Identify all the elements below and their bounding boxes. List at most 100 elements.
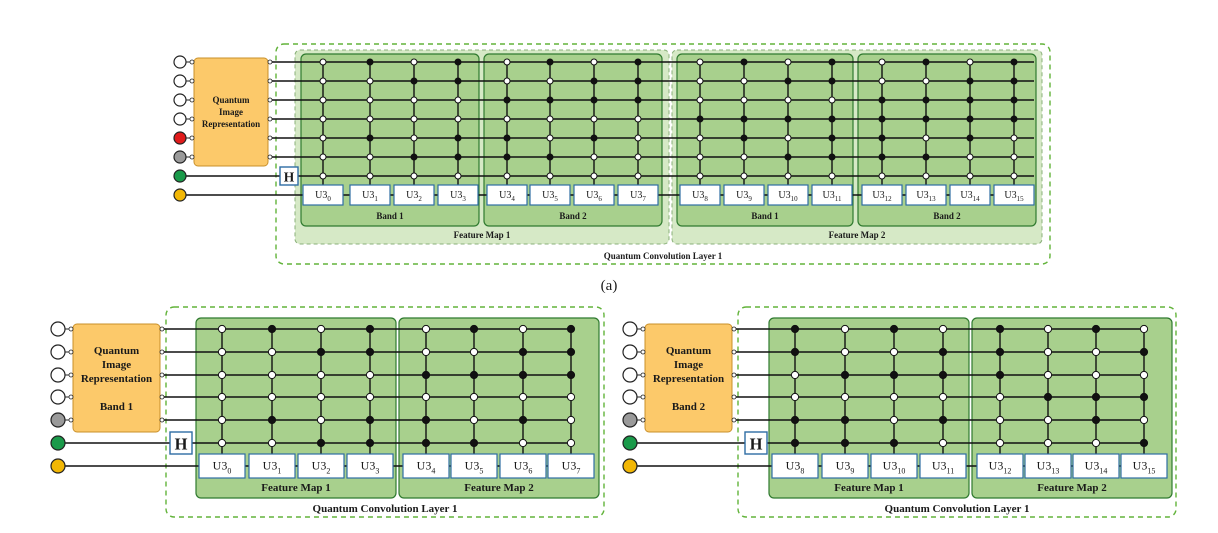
control-dot-open — [696, 96, 704, 104]
wire-node — [640, 349, 646, 355]
u3-gate — [993, 184, 1035, 206]
control-dot-open — [421, 392, 431, 402]
control-dot-open — [546, 172, 554, 180]
control-dot-open — [267, 370, 277, 380]
u3-gate-label: U311 — [932, 459, 954, 476]
u3-gate-label: U31 — [263, 459, 282, 476]
control-dot-filled — [790, 324, 800, 334]
control-dot-filled — [878, 153, 886, 161]
control-dot-open — [784, 172, 792, 180]
control-dot-open — [696, 58, 704, 66]
control-dot-filled — [1139, 392, 1149, 402]
u3-gate — [870, 453, 918, 479]
control-dot-open — [590, 172, 598, 180]
band-box — [483, 53, 663, 227]
control-dot-open — [503, 58, 511, 66]
control-dot-open — [566, 392, 576, 402]
control-dot-open — [503, 172, 511, 180]
u3-gate-label: U310 — [883, 459, 906, 476]
qubit-input-circle — [173, 131, 187, 145]
control-dot-filled — [938, 415, 948, 425]
control-dot-open — [518, 438, 528, 448]
u3-gate — [302, 184, 344, 206]
control-dot-open — [366, 153, 374, 161]
u3-gate — [905, 184, 947, 206]
qubit-input-circle — [622, 321, 638, 337]
qubit-input-circle — [622, 435, 638, 451]
u3-gate-label: U314 — [1085, 459, 1108, 476]
control-dot-filled — [566, 370, 576, 380]
control-dot-filled — [784, 77, 792, 85]
u3-gate-label: U30 — [213, 459, 232, 476]
control-dot-open — [784, 58, 792, 66]
control-dot-filled — [840, 438, 850, 448]
wire-node — [68, 372, 74, 378]
control-dot-open — [1043, 415, 1053, 425]
control-dot-filled — [267, 324, 277, 334]
control-dot-open — [267, 347, 277, 357]
control-dot-open — [518, 324, 528, 334]
u3-gate-label: U314 — [960, 190, 980, 203]
control-dot-filled — [1010, 58, 1018, 66]
wire-node — [159, 417, 165, 423]
control-dot-open — [319, 134, 327, 142]
control-dot-filled — [421, 415, 431, 425]
control-dot-filled — [878, 96, 886, 104]
control-dot-open — [590, 153, 598, 161]
control-dot-open — [469, 347, 479, 357]
wire-node — [267, 116, 273, 122]
u3-gate-label: U313 — [916, 190, 936, 203]
control-dot-open — [366, 115, 374, 123]
band-label: Feature Map 1 — [834, 482, 903, 494]
u3-gate-label: U311 — [823, 190, 842, 203]
control-dot-filled — [469, 438, 479, 448]
u3-gate — [346, 453, 394, 479]
control-dot-open — [840, 324, 850, 334]
control-dot-open — [217, 438, 227, 448]
qubit-input-circle — [622, 389, 638, 405]
wire-node — [189, 78, 195, 84]
control-dot-open — [319, 58, 327, 66]
hadamard-label: H — [175, 435, 188, 454]
qubit-input-circle — [173, 55, 187, 69]
control-dot-filled — [889, 370, 899, 380]
wire-node — [159, 372, 165, 378]
qubit-input-circle — [50, 321, 66, 337]
control-dot-filled — [828, 77, 836, 85]
control-dot-filled — [469, 370, 479, 380]
wire-node — [731, 326, 737, 332]
qubit-input-circle — [622, 412, 638, 428]
control-dot-open — [410, 134, 418, 142]
u3-gate-label: U33 — [361, 459, 380, 476]
control-dot-filled — [995, 347, 1005, 357]
u3-gate — [723, 184, 765, 206]
control-dot-open — [365, 370, 375, 380]
control-dot-filled — [421, 370, 431, 380]
control-dot-open — [518, 392, 528, 402]
conv-layer-label: Quantum Convolution Layer 1 — [604, 251, 723, 261]
qir-title-line: Band 2 — [672, 401, 706, 413]
control-dot-open — [740, 77, 748, 85]
control-dot-filled — [454, 58, 462, 66]
control-dot-open — [1139, 324, 1149, 334]
control-dot-filled — [267, 415, 277, 425]
control-dot-filled — [1139, 438, 1149, 448]
control-dot-open — [217, 392, 227, 402]
u3-gate-label: U36 — [514, 459, 533, 476]
qir-title-line: Representation — [653, 373, 724, 385]
control-dot-open — [366, 77, 374, 85]
control-dot-open — [454, 115, 462, 123]
control-dot-filled — [469, 324, 479, 334]
wire-node — [159, 349, 165, 355]
control-dot-filled — [590, 77, 598, 85]
conv-layer-box — [165, 306, 605, 518]
qir-title-line: Image — [102, 359, 131, 371]
control-dot-filled — [995, 324, 1005, 334]
wire-node — [189, 154, 195, 160]
band-label: Feature Map 1 — [261, 482, 330, 494]
u3-gate-label: U34 — [417, 459, 436, 476]
u3-gate-label: U35 — [465, 459, 484, 476]
control-dot-open — [566, 438, 576, 448]
control-dot-open — [966, 58, 974, 66]
